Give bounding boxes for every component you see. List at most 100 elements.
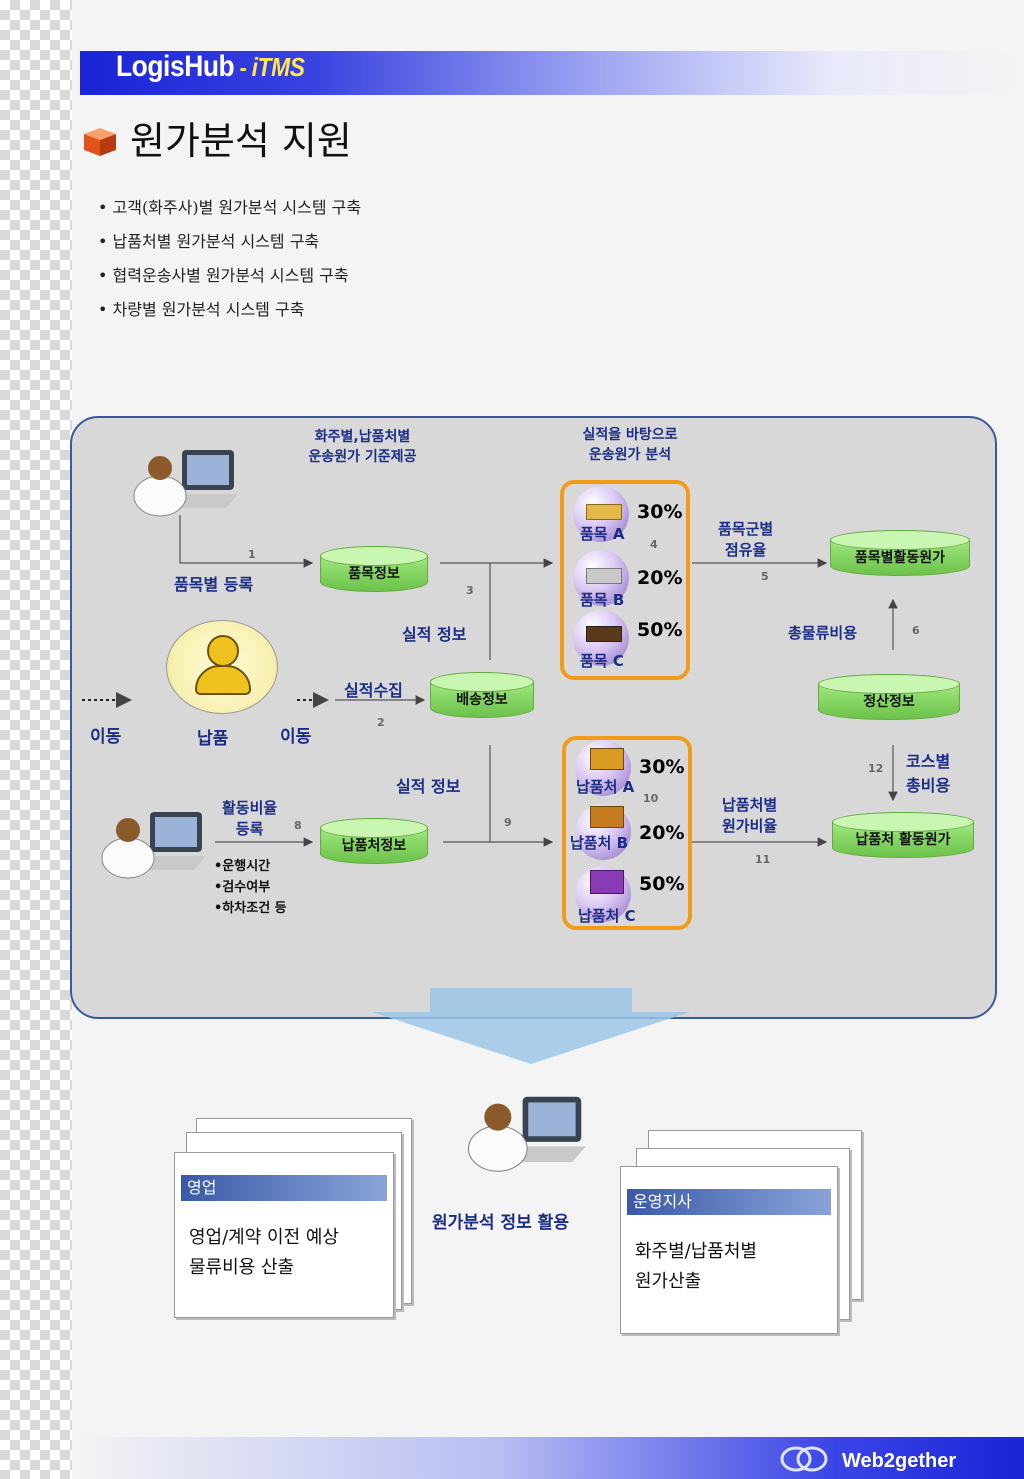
label-line: 활동비율 [222,799,278,817]
dest-c-label: 납품처 C [578,907,636,925]
step-number: 9 [504,816,512,829]
caption-line: 운송원가 분석 [588,447,672,463]
bullet-item: 협력운송사별 원가분석 시스템 구축 [98,264,361,298]
factory-b-icon [590,806,624,828]
item-b-label: 품목 B [580,591,625,609]
dest-b-pct: 20% [639,822,685,844]
page-title: 원가분석 지원 [130,119,352,163]
item-a-pct: 30% [637,501,683,523]
delivery-label: 납품 [197,729,229,749]
worker-computer-icon [101,812,206,879]
web2gether-logo-icon [780,1446,828,1472]
step-number: 12 [868,762,884,775]
item-b-pct: 20% [637,567,683,589]
brand-name: LogisHub [116,50,235,83]
item-a-label: 품목 A [580,525,625,543]
brand-dash: - [234,55,252,82]
db-label: 배송정보 [456,692,508,708]
label-line: 등록 [235,820,264,838]
ops-card-title: 운영지사 [627,1189,831,1215]
sales-card-body: 영업/계약 이전 예상 물류비용 산출 [189,1227,339,1278]
dest-cost-ratio-label: 납품처별 원가비율 [722,794,777,836]
db-dest-activity-cost: 납품처 활동원가 [832,812,974,858]
sales-card: 영업 영업/계약 이전 예상 물류비용 산출 [174,1152,394,1318]
brand-product: iTMS [251,52,305,82]
course-total-cost-label: 코스별 총비용 [906,748,950,796]
item-c-pct: 50% [637,619,683,641]
dest-a-pct: 30% [639,756,685,778]
db-dest-info: 납품처정보 [320,818,428,864]
factory-c-icon [590,870,624,894]
ops-card: 운영지사 화주별/납품처별 원가산출 [620,1166,838,1334]
label-line: 품목군별 [718,520,774,538]
db-item-activity-cost: 품목별활동원가 [830,530,970,576]
factory-a-icon [590,748,624,770]
caption-analysis: 실적을 바탕으로 운송원가 분석 [550,424,710,464]
db-settlement-info: 정산정보 [818,674,960,720]
label-line: 원가비율 [722,817,778,835]
brand-logo: LogisHub - iTMS [116,50,305,84]
db-label: 납품처 활동원가 [855,832,951,848]
group-share-label: 품목군별 점유율 [718,518,773,560]
bullet-item: 납품처별 원가분석 시스템 구축 [98,230,361,264]
db-item-info: 품목정보 [320,546,428,592]
db-delivery-info: 배송정보 [430,672,534,718]
step-number: 4 [650,538,658,551]
items-share-box [560,480,690,680]
step-number: 3 [466,584,474,597]
ops-card-body: 화주별/납품처별 원가산출 [635,1241,757,1292]
brand-header-bar [80,51,1024,95]
item-c-label: 품목 C [580,652,624,670]
footer-brand: Web2gether [842,1450,957,1472]
caption-line: 운송원가 기준제공 [308,449,417,465]
label-line: 총비용 [906,776,951,795]
step-number: 1 [248,548,256,561]
dest-b-label: 납품처 B [570,834,629,852]
activity-item: •운행시간 [214,859,271,874]
caption-line: 실적을 바탕으로 [582,427,678,443]
caption-line: 화주별,납품처별 [314,429,411,445]
db-label: 품목별활동원가 [854,550,946,566]
move-left-label: 이동 [90,727,122,747]
actual-collect-label: 실적수집 [344,681,403,700]
step-number: 6 [912,624,920,637]
dest-a-label: 납품처 A [576,778,635,796]
step-number: 10 [643,792,659,805]
db-label: 품목정보 [348,566,400,582]
db-label: 납품처정보 [341,838,407,854]
item-a-icon [586,504,622,520]
bullet-list: 고객(화주사)별 원가분석 시스템 구축 납품처별 원가분석 시스템 구축 협력… [98,196,362,332]
label-line: 코스별 [906,752,951,771]
item-c-icon [586,626,622,642]
bullet-item: 차량별 원가분석 시스템 구축 [98,298,361,332]
bullet-item: 고객(화주사)별 원가분석 시스템 구축 [98,196,362,230]
worker-computer-icon [133,450,238,517]
shipper-user-icon [166,620,278,714]
activity-ratio-label: 활동비율 등록 [222,797,277,839]
total-logistics-cost-label: 총물류비용 [788,624,858,642]
activity-list: •운행시간 •검수여부 •하차조건 등 [214,856,287,919]
caption-cost-basis: 화주별,납품처별 운송원가 기준제공 [280,426,445,466]
db-label: 정산정보 [863,694,915,710]
move-right-label: 이동 [280,727,312,747]
actual-info-label: 실적 정보 [402,625,467,644]
item-register-label: 품목별 등록 [174,575,254,594]
dests-share-box [562,736,692,930]
activity-item: •하차조건 등 [214,901,287,916]
label-line: 납품처별 [722,796,778,814]
step-number: 5 [761,570,769,583]
footer-bar [72,1437,1024,1479]
sales-card-title: 영업 [181,1175,387,1201]
activity-item: •검수여부 [214,880,271,895]
cube-icon [84,128,116,156]
checker-background [0,0,72,1479]
item-b-icon [586,568,622,584]
worker-computer-icon [467,1096,586,1172]
step-number: 2 [377,716,385,729]
step-number: 8 [294,819,302,832]
step-number: 11 [755,853,771,866]
label-line: 점유율 [724,541,767,559]
usage-caption: 원가분석 정보 활용 [432,1213,569,1233]
dest-c-pct: 50% [639,873,685,895]
